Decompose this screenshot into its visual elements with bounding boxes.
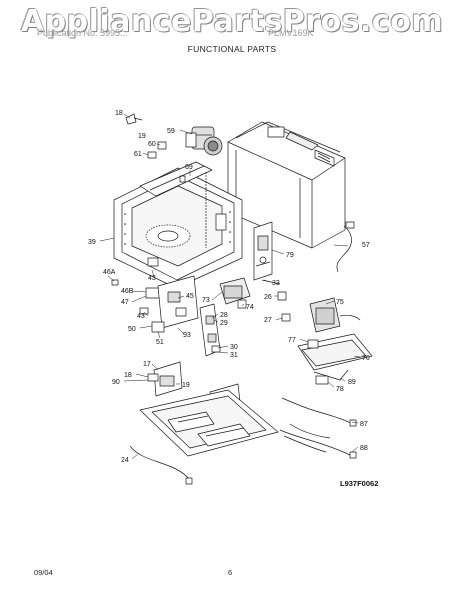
callout-78: 78	[336, 386, 344, 393]
leader-lines	[99, 113, 361, 460]
callout-29: 29	[220, 320, 228, 327]
callout-30: 30	[230, 344, 238, 351]
callout-77: 77	[288, 337, 296, 344]
section-title: FUNCTIONAL PARTS	[187, 44, 277, 54]
control-board-drawing	[253, 221, 273, 281]
left-components-drawing	[111, 257, 199, 333]
transformer-drawing	[219, 277, 251, 309]
callout-labels: 18 19 59 60 61 69 39 79 57 46A 43 33 46B…	[88, 110, 370, 464]
callout-59: 59	[167, 128, 175, 135]
callout-19-top: 19	[138, 133, 146, 140]
magnetron-drawing	[309, 297, 361, 333]
callout-39: 39	[88, 239, 96, 246]
callout-57: 57	[362, 242, 370, 249]
callout-90: 90	[112, 379, 120, 386]
callout-17: 17	[143, 361, 151, 368]
callout-87: 87	[360, 421, 368, 428]
wire-lead-24-drawing	[129, 445, 193, 485]
callout-60: 60	[148, 141, 156, 148]
diagram-code: L937F0062	[340, 479, 379, 488]
callout-33: 33	[272, 280, 280, 287]
callout-31: 31	[230, 352, 238, 359]
callout-26: 26	[264, 294, 272, 301]
callout-74: 74	[246, 304, 254, 311]
callout-43-lower: 43	[137, 313, 145, 320]
footer-date: 09/04	[34, 568, 53, 577]
base-plate-drawing	[297, 333, 373, 385]
wire-harness-drawing	[279, 397, 357, 459]
power-cord-drawing	[336, 221, 355, 273]
callout-75: 75	[336, 299, 344, 306]
callout-46b: 46B	[121, 288, 134, 295]
outer-cabinet-drawing	[227, 121, 346, 249]
bottom-vent-plate-drawing	[139, 389, 279, 457]
callout-24: 24	[121, 457, 129, 464]
model-number: PLMV169K	[268, 28, 314, 38]
publication-number: Publication No. 5995...	[37, 28, 128, 38]
oven-cavity-drawing	[113, 161, 243, 289]
callout-50: 50	[128, 326, 136, 333]
interlock-bracket-drawing	[199, 303, 221, 357]
fan-motor-drawing	[125, 113, 223, 159]
callout-89: 89	[348, 379, 356, 386]
callout-93: 93	[183, 332, 191, 339]
callout-28: 28	[220, 312, 228, 319]
callout-79: 79	[286, 252, 294, 259]
callout-61: 61	[134, 151, 142, 158]
callout-45: 45	[186, 293, 194, 300]
callout-27: 27	[264, 317, 272, 324]
callout-76: 76	[362, 355, 370, 362]
callout-18-top: 18	[115, 110, 123, 117]
callout-18-lower: 18	[124, 372, 132, 379]
callout-88: 88	[360, 445, 368, 452]
callout-47: 47	[121, 299, 129, 306]
callout-69: 69	[185, 164, 193, 171]
callout-43-upper: 43	[148, 275, 156, 282]
callout-46a: 46A	[103, 269, 116, 276]
callout-19-lower: 19	[182, 382, 190, 389]
callout-51: 51	[156, 339, 164, 346]
callout-73: 73	[202, 297, 210, 304]
footer-page-number: 6	[228, 568, 233, 577]
